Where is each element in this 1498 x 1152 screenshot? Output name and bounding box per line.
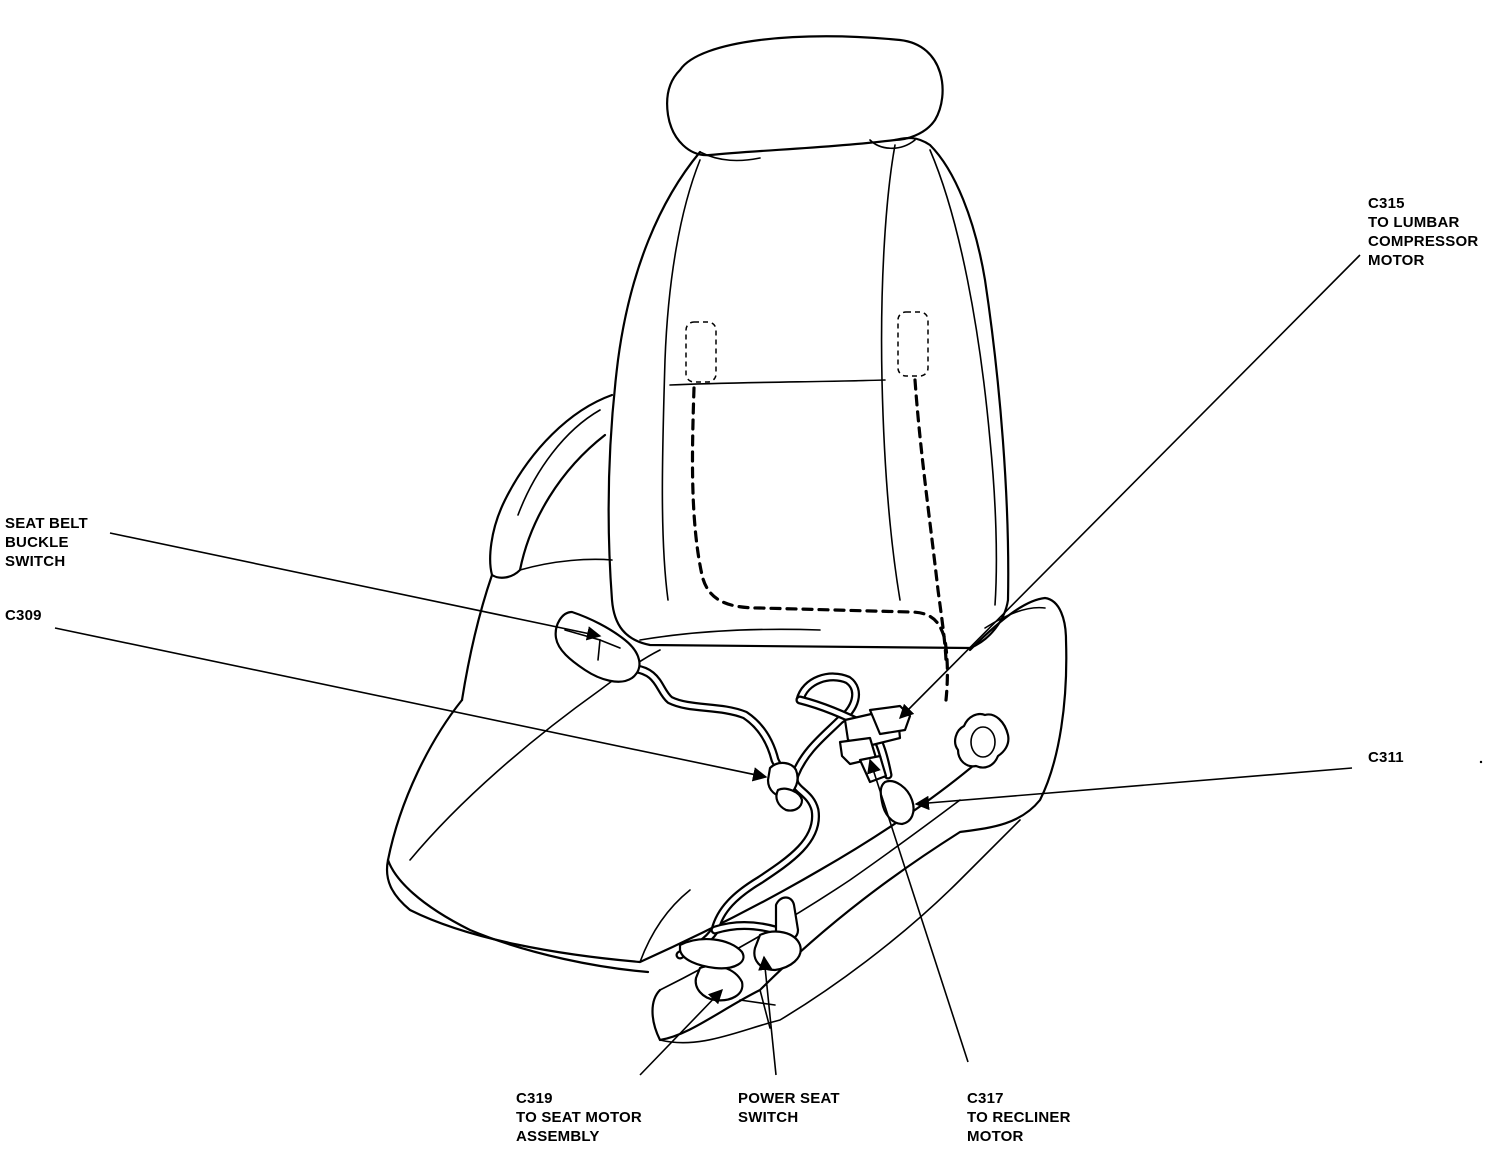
label-c319-line-3: ASSEMBLY	[516, 1128, 600, 1145]
leader-c309	[54, 627, 768, 782]
leader-c317	[867, 758, 969, 1063]
seat-back	[607, 136, 1010, 650]
label-c311-line-1: C311	[1368, 749, 1404, 766]
label-seat-belt-line-3: SWITCH	[5, 553, 66, 570]
leader-power-seat	[758, 955, 777, 1076]
label-c317: C317 TO RECLINER MOTOR	[967, 1089, 1071, 1146]
leader-lines	[54, 254, 1361, 1076]
recliner-knob-icon	[954, 712, 1010, 769]
headrest	[666, 35, 944, 162]
label-c319-line-1: C319	[516, 1090, 553, 1107]
c311-connector	[879, 780, 915, 826]
side-bolster	[460, 393, 614, 702]
label-c315-line-4: MOTOR	[1368, 252, 1425, 269]
label-power-seat-switch: POWER SEAT SWITCH	[738, 1089, 840, 1127]
lumbar-pads	[685, 311, 929, 383]
label-seat-belt-line-2: BUCKLE	[5, 534, 69, 551]
label-power-seat-line-1: POWER SEAT	[738, 1090, 840, 1107]
leader-c319	[639, 988, 723, 1076]
label-c315-line-2: TO LUMBAR	[1368, 214, 1460, 231]
label-c309-line-1: C309	[5, 607, 42, 624]
label-c317-line-3: MOTOR	[967, 1128, 1024, 1145]
label-c319-line-2: TO SEAT MOTOR	[516, 1109, 642, 1126]
label-seat-belt-buckle-switch: SEAT BELT BUCKLE SWITCH	[5, 514, 88, 571]
label-c319: C319 TO SEAT MOTOR ASSEMBLY	[516, 1089, 642, 1146]
leader-seat-belt	[109, 532, 602, 641]
seat-belt-buckle-switch	[554, 610, 641, 683]
hidden-harness-back	[690, 386, 949, 702]
label-c309: C309	[5, 606, 42, 625]
label-c311: C311	[1368, 748, 1404, 767]
speck	[1479, 760, 1483, 764]
label-power-seat-line-2: SWITCH	[738, 1109, 799, 1126]
leader-c311	[914, 767, 1353, 811]
label-c315-line-3: COMPRESSOR	[1368, 233, 1479, 250]
label-c317-line-2: TO RECLINER	[967, 1109, 1071, 1126]
label-c315-line-1: C315	[1368, 195, 1405, 212]
hidden-harness-right	[913, 378, 948, 662]
c309-connector	[766, 761, 804, 812]
c319-connector	[678, 938, 745, 1002]
leader-c315	[898, 254, 1361, 720]
label-seat-belt-line-1: SEAT BELT	[5, 515, 88, 532]
label-c317-line-1: C317	[967, 1090, 1004, 1107]
label-c315: C315 TO LUMBAR COMPRESSOR MOTOR	[1368, 194, 1478, 270]
power-seat-switch	[753, 896, 802, 972]
